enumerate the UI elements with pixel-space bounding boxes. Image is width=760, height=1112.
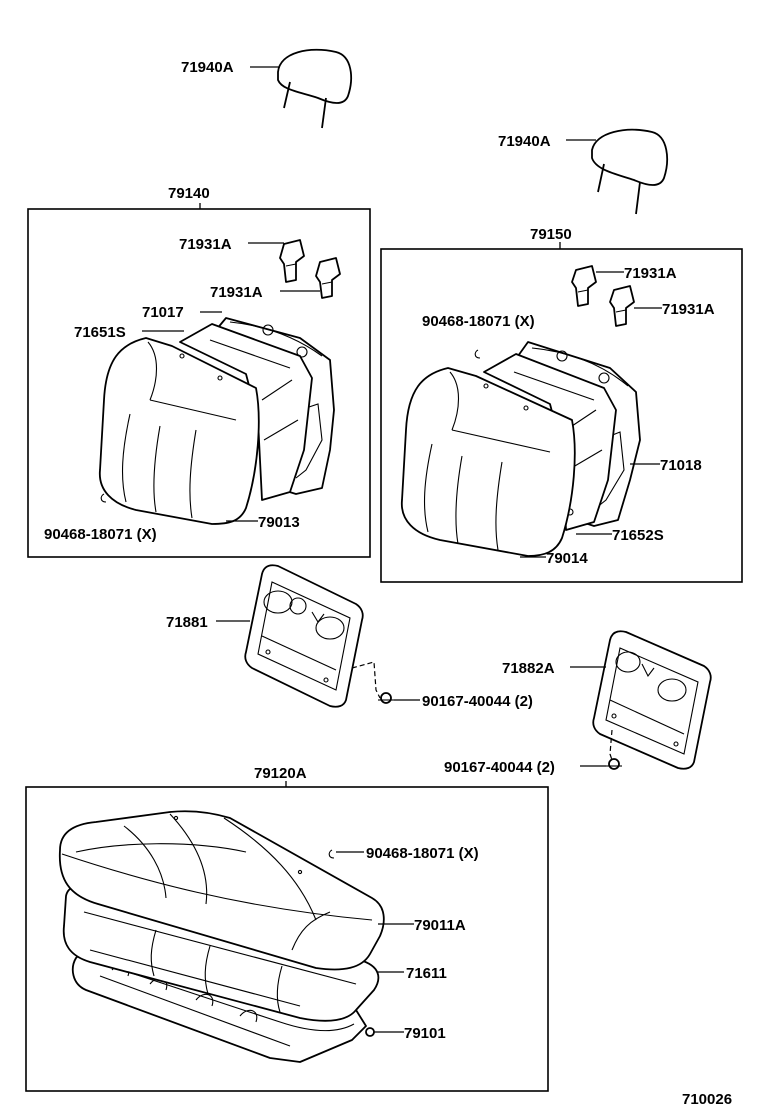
label-79150: 79150	[530, 226, 572, 243]
label-79011a: 79011A	[414, 917, 466, 934]
label-71940a-left: 71940A	[181, 59, 234, 76]
seatback-left-box	[27, 208, 371, 558]
label-71931a-right-lower: 71931A	[662, 301, 715, 318]
cushion-frame-bolt-icon	[365, 1027, 375, 1037]
label-90167-right: 90167-40044 (2)	[444, 759, 555, 776]
screw-right-icon	[606, 758, 622, 770]
label-79014: 79014	[546, 550, 588, 567]
label-90167-left: 90167-40044 (2)	[422, 693, 533, 710]
headrest-support-right-b	[609, 285, 635, 327]
label-71931a-left-lower: 71931A	[210, 284, 263, 301]
clip-cushion-icon	[328, 849, 335, 859]
seatback-right-box	[380, 248, 743, 583]
headrest-support-left-b	[315, 257, 341, 299]
trim-panel-right	[592, 630, 712, 770]
label-71881: 71881	[166, 614, 208, 631]
seatback-cover-right	[401, 367, 576, 557]
label-79120a: 79120A	[254, 765, 307, 782]
label-71017: 71017	[142, 304, 184, 321]
label-71651s: 71651S	[74, 324, 126, 341]
trim-panel-left	[244, 564, 364, 708]
headrest-left	[277, 48, 352, 129]
figure-number: 710026	[682, 1091, 732, 1108]
label-90468-left: 90468-18071 (X)	[44, 526, 157, 543]
label-79140: 79140	[168, 185, 210, 202]
label-71882a: 71882A	[502, 660, 555, 677]
label-79101: 79101	[404, 1025, 446, 1042]
label-71018: 71018	[660, 457, 702, 474]
clip-right-icon	[474, 349, 481, 359]
cushion-cover	[58, 810, 385, 971]
seatback-cover-left	[99, 337, 260, 525]
label-79013: 79013	[258, 514, 300, 531]
screw-left-icon	[378, 692, 394, 704]
headrest-right	[591, 128, 668, 215]
clip-left-icon	[100, 493, 107, 503]
headrest-support-left-a	[279, 239, 305, 283]
label-71931a-left-upper: 71931A	[179, 236, 232, 253]
seat-cushion-box	[25, 786, 549, 1092]
label-71940a-right: 71940A	[498, 133, 551, 150]
label-71652s: 71652S	[612, 527, 664, 544]
label-71611: 71611	[406, 965, 447, 982]
label-90468-cushion: 90468-18071 (X)	[366, 845, 479, 862]
label-71931a-right-upper: 71931A	[624, 265, 677, 282]
label-90468-right: 90468-18071 (X)	[422, 313, 535, 330]
headrest-support-right-a	[571, 265, 597, 307]
